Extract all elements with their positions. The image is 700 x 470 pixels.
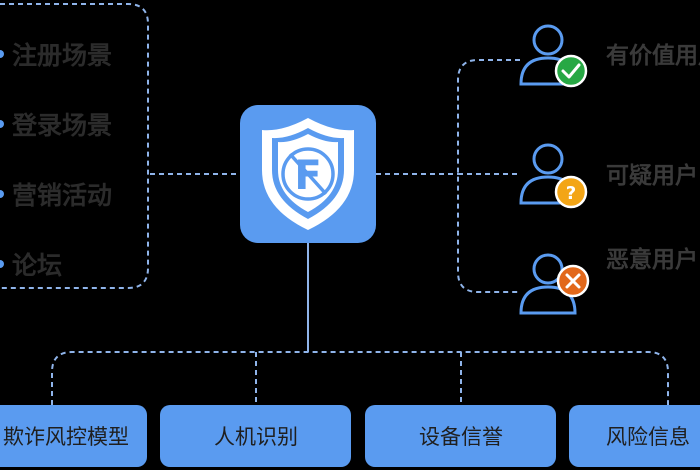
badge-check (554, 54, 588, 88)
cross-icon (565, 273, 581, 289)
module-item-device-reputation: 设备信誉 (365, 405, 556, 467)
module-item-fraud-model: 欺诈风控模型 (0, 405, 147, 467)
module-label: 人机识别 (214, 425, 298, 449)
badge-question (554, 175, 588, 209)
forbid-ring-icon (281, 147, 335, 201)
scenario-bracket (0, 3, 149, 289)
user-outline-icon (519, 253, 577, 315)
module-box (365, 405, 556, 467)
center-logo: F (240, 105, 376, 243)
user-item-suspicious: ? 可疑用户 (519, 143, 698, 209)
user-label: 恶意用户 (606, 246, 698, 273)
module-label: 设备信誉 (419, 425, 503, 449)
user-item-malicious: 恶意用户 (519, 246, 698, 315)
user-label: 有价值用户 (606, 42, 700, 69)
bullet-dot (0, 190, 4, 198)
bullet-dot (0, 120, 4, 128)
module-box (0, 405, 147, 467)
scenario-label: 登录场景 (11, 111, 112, 140)
user-label: 可疑用户 (606, 162, 698, 189)
module-connectors (51, 243, 669, 405)
scenario-item-forum: 论坛 (0, 251, 62, 280)
check-icon (561, 63, 581, 79)
module-box (569, 405, 700, 467)
bullet-dot (0, 50, 4, 58)
forbid-slash-icon (288, 152, 328, 196)
scenario-item-login: 登录场景 (0, 111, 112, 140)
user-item-valuable: 有价值用户 (519, 24, 700, 88)
scenario-group: 注册场景 登录场景 营销活动 论坛 (0, 3, 149, 289)
module-item-risk-info: 风险信息 (569, 405, 700, 467)
scenario-item-register: 注册场景 (0, 41, 112, 70)
scenario-label: 营销活动 (12, 181, 112, 210)
module-bracket (51, 351, 669, 405)
module-box (160, 405, 351, 467)
module-label: 风险信息 (606, 425, 690, 449)
user-group: 有价值用户 ? 可疑用户 恶意用户 (457, 24, 700, 315)
scenario-item-marketing: 营销活动 (0, 181, 112, 210)
question-icon: ? (566, 183, 576, 204)
module-item-bot-detection: 人机识别 (160, 405, 351, 467)
user-bracket (457, 59, 520, 293)
bullet-dot (0, 260, 4, 268)
scenario-label: 论坛 (12, 251, 62, 280)
scenario-label: 注册场景 (12, 41, 112, 70)
module-label: 欺诈风控模型 (3, 425, 129, 449)
